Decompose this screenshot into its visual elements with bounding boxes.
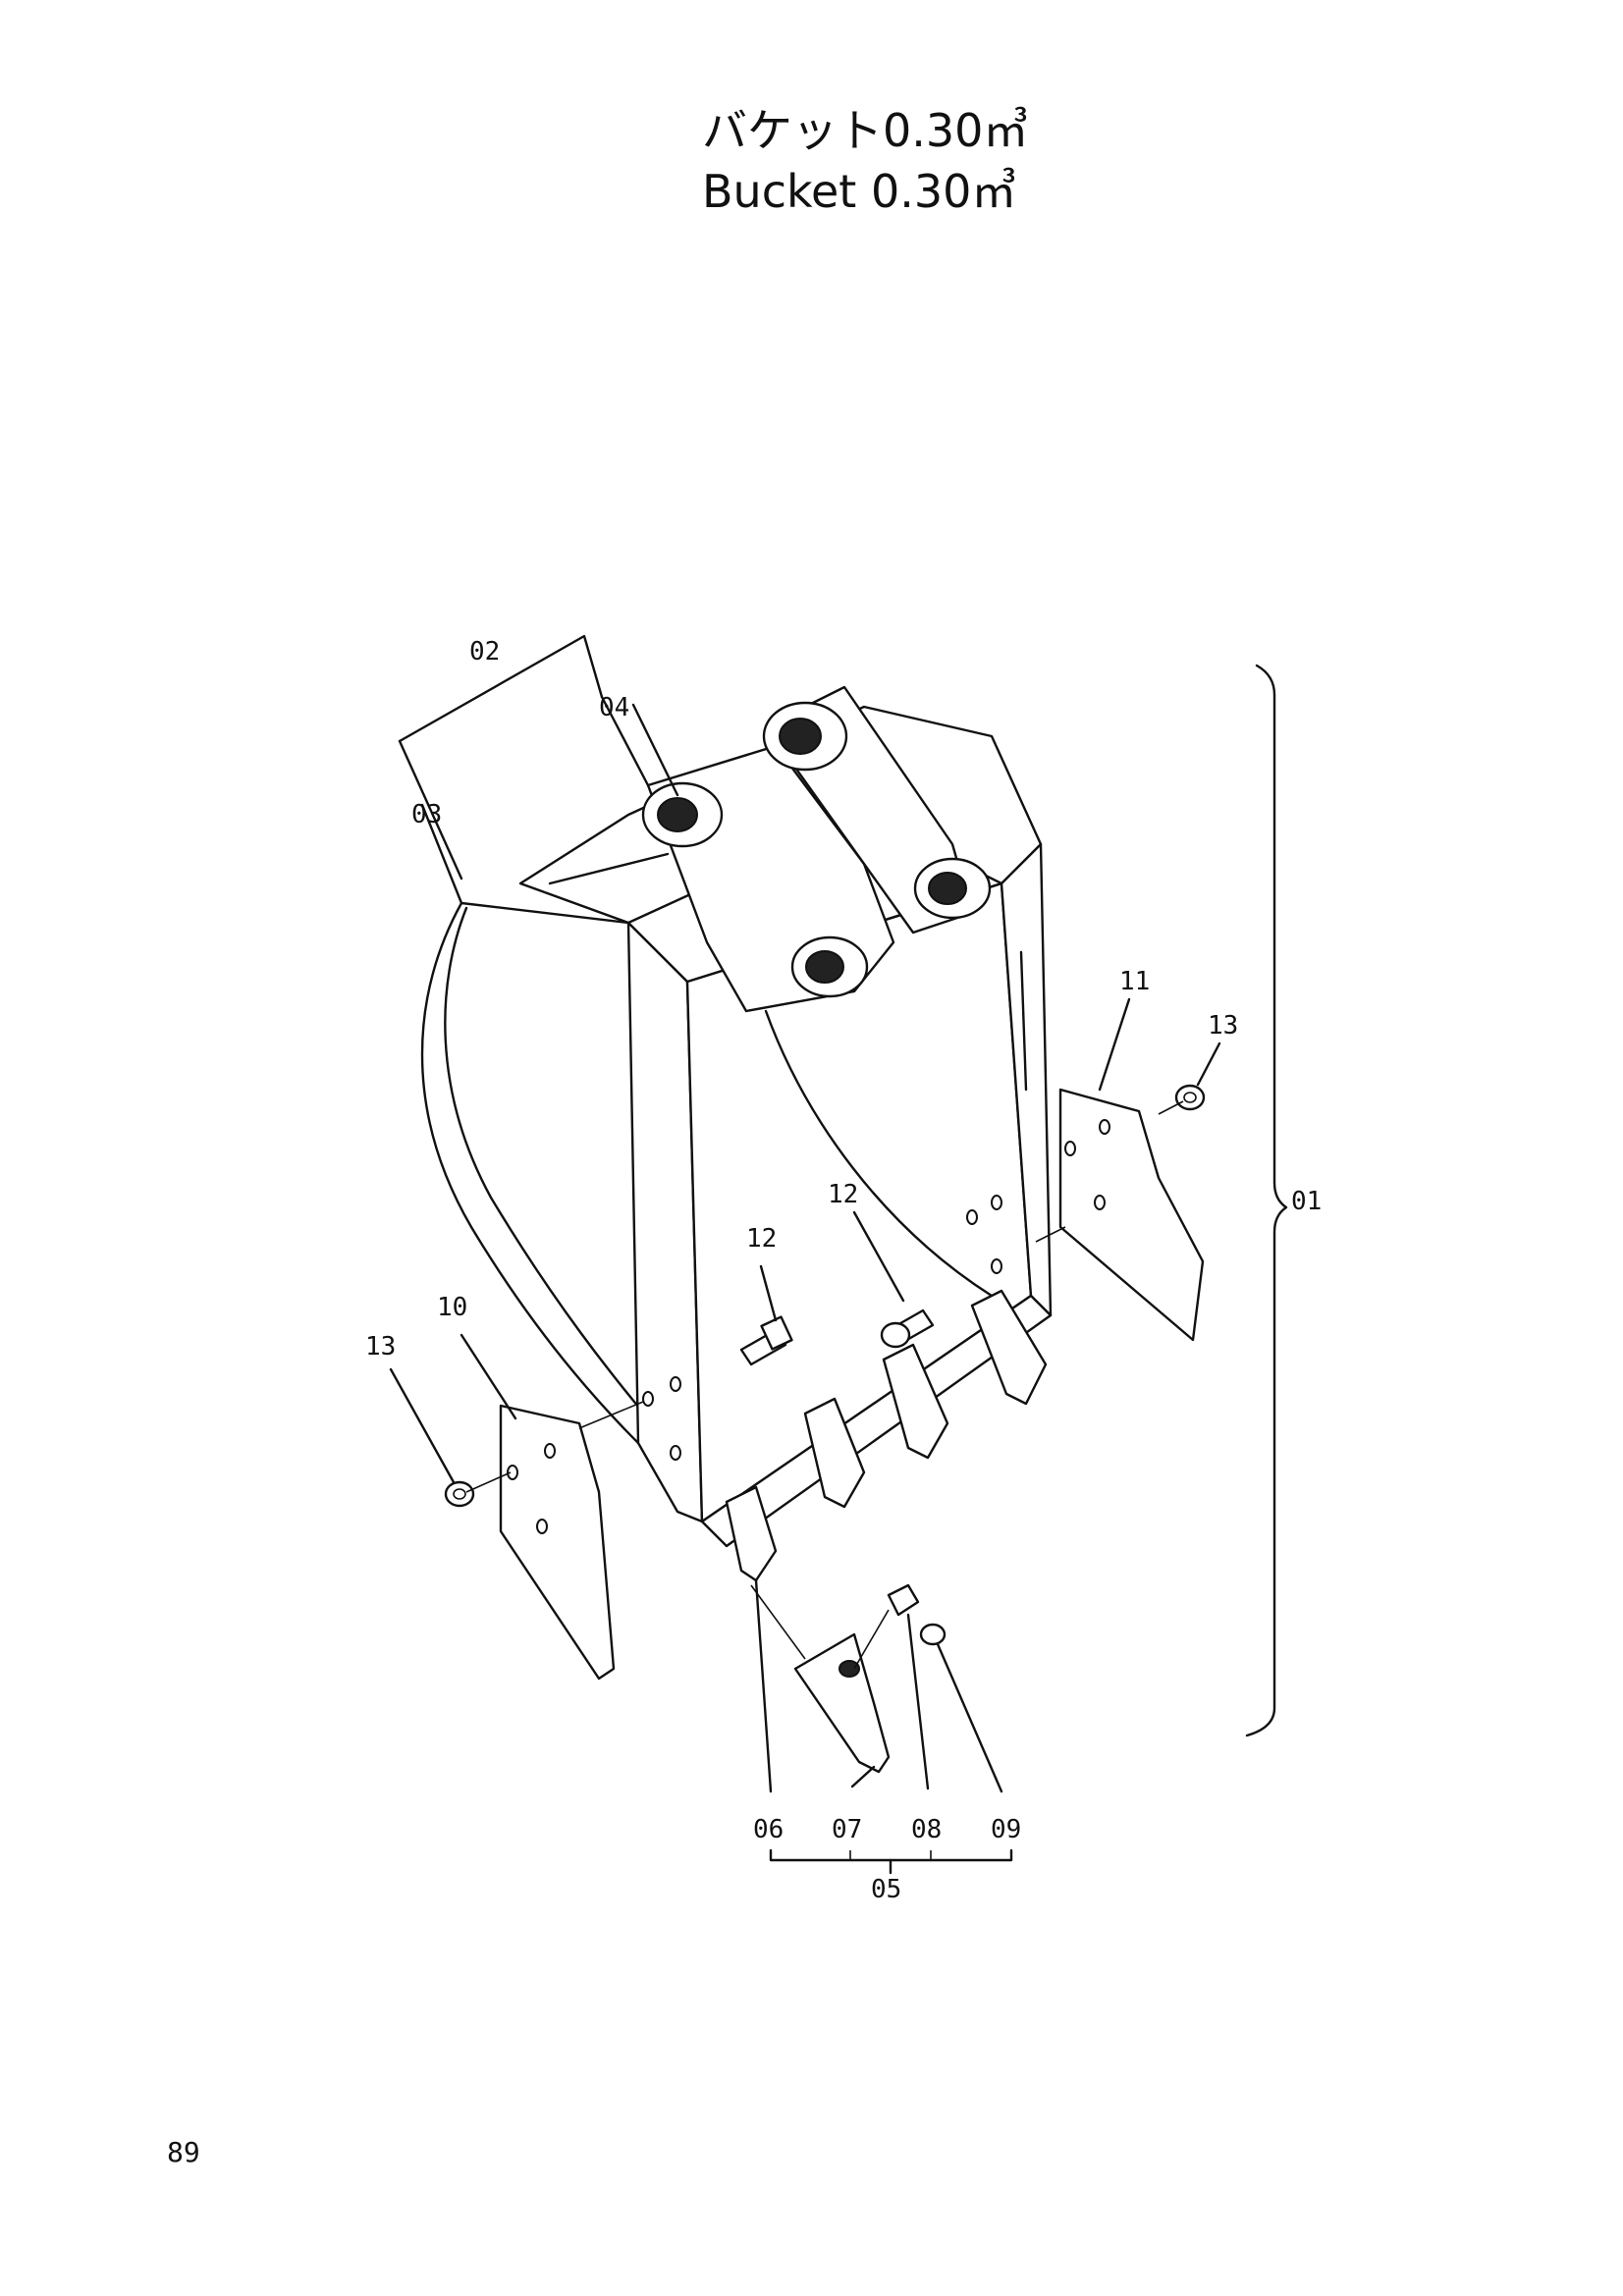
tooth-2 (803, 1397, 866, 1509)
callout-04: 04 (599, 693, 629, 722)
leader-lines (389, 634, 1288, 1875)
tooth-3 (882, 1343, 949, 1460)
nuts (444, 1084, 1206, 1508)
callout-02: 02 (469, 637, 500, 667)
callout-13-left: 13 (365, 1332, 396, 1362)
nut-left (444, 1480, 475, 1508)
side-cutter-left (499, 1404, 616, 1681)
bucket-body (420, 705, 1053, 1548)
side-cutter-right (1058, 1088, 1205, 1342)
lock-pin (887, 1583, 920, 1617)
callout-11: 11 (1119, 967, 1150, 996)
nut-right (1174, 1084, 1206, 1111)
callout-06: 06 (753, 1815, 784, 1844)
callout-08: 08 (911, 1815, 942, 1844)
tooth-4 (970, 1289, 1048, 1406)
bucket-teeth (725, 1289, 1048, 1582)
bucket-bracket (641, 685, 992, 1013)
alignment-lines (465, 1100, 1184, 1670)
side-cutters (499, 1088, 1205, 1681)
side-plate-holes (642, 1195, 1002, 1461)
title-japanese: バケット0.30㎥ (702, 104, 1029, 157)
callout-12-right: 12 (828, 1180, 858, 1209)
tooth-1 (725, 1485, 778, 1582)
tooth-point (793, 1632, 891, 1774)
exploded-tooth-parts (793, 1583, 947, 1774)
callout-labels: 01 02 03 04 05 06 07 08 09 10 11 12 12 1… (365, 637, 1322, 1904)
callout-01: 01 (1291, 1187, 1322, 1216)
brace-01 (1245, 664, 1288, 1737)
title-english: Bucket 0.30㎥ (702, 165, 1017, 218)
callout-13-right: 13 (1208, 1011, 1238, 1041)
callout-10: 10 (437, 1293, 467, 1322)
lock-washer (919, 1623, 947, 1646)
callout-07: 07 (832, 1815, 862, 1844)
callout-05: 05 (871, 1875, 901, 1904)
callout-03: 03 (411, 800, 442, 829)
bolts (739, 1308, 935, 1366)
callout-12-left: 12 (746, 1224, 777, 1254)
page-number: 89 (167, 2136, 200, 2168)
bucket-shell (420, 901, 689, 1494)
callout-09: 09 (991, 1815, 1021, 1844)
